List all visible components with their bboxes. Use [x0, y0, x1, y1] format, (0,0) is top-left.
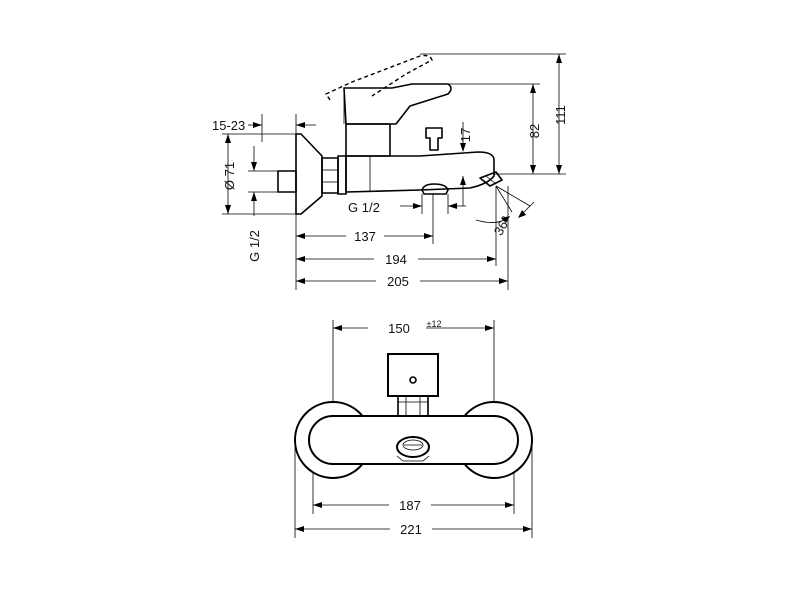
dim-150: 150 — [388, 321, 410, 336]
handle-indicator — [409, 376, 417, 384]
dim-194: 194 — [385, 252, 407, 267]
front-body — [308, 415, 519, 465]
dim-g12-left: G 1/2 — [247, 230, 262, 262]
front-aerator — [396, 436, 430, 458]
lever-raised-position — [324, 54, 433, 101]
dim-205: 205 — [387, 274, 409, 289]
connection-nipple — [277, 170, 297, 193]
spout-tip — [479, 171, 503, 187]
dim-dia71: Ø 71 — [222, 162, 237, 190]
wall-flange — [295, 133, 323, 215]
diverter-knob — [425, 127, 443, 151]
dim-82: 82 — [527, 124, 542, 138]
dim-36deg: 36° — [491, 213, 514, 238]
lever-handle — [343, 83, 452, 125]
mixer-body — [345, 151, 495, 193]
dim-g12-bottom: G 1/2 — [348, 200, 380, 215]
hex-nut — [321, 157, 339, 194]
dim-17: 17 — [458, 128, 473, 142]
aerator — [421, 183, 449, 195]
handle-stem — [397, 395, 429, 417]
side-view: 82 111 17 15-23 Ø 71 G 1/2 — [212, 53, 568, 290]
dim-187: 187 — [399, 498, 421, 513]
lever-column — [345, 123, 391, 157]
dim-15-23: 15-23 — [212, 118, 245, 133]
front-view: 150 ±12 187 221 — [294, 319, 533, 538]
front-handle — [387, 353, 439, 397]
dim-221: 221 — [400, 522, 422, 537]
dim-150-tolerance: ±12 — [427, 319, 442, 329]
dim-111: 111 — [553, 105, 568, 125]
dim-137: 137 — [354, 229, 376, 244]
